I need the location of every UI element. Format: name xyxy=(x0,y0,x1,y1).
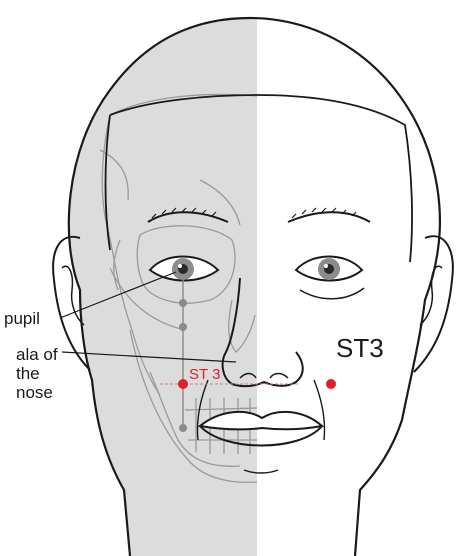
left-eye-highlight xyxy=(178,264,182,268)
upper-lip xyxy=(197,410,325,431)
lower-lip xyxy=(199,425,323,447)
left-nasolabial-fold xyxy=(196,379,209,441)
chin-crease xyxy=(243,469,279,474)
right-ear xyxy=(413,235,454,373)
label-point-inline: ST 3 xyxy=(189,366,220,383)
skull-cheekbone xyxy=(109,239,186,331)
ala-leader-line xyxy=(61,351,237,363)
label-pupil: pupil xyxy=(4,309,40,328)
label-ala-line1: ala of xyxy=(16,345,58,364)
pupil-leader-line xyxy=(59,271,177,319)
red-dot-icon xyxy=(326,379,336,389)
right-eyebrow-hair xyxy=(291,207,357,219)
hairline xyxy=(104,94,413,263)
right-eye-highlight xyxy=(324,264,328,268)
label-ala-line3: nose xyxy=(16,383,53,402)
left-eyebrow xyxy=(147,211,229,223)
right-eyebrow xyxy=(287,211,371,223)
label-ala-line2: the xyxy=(16,364,40,383)
nose xyxy=(221,277,304,388)
right-ear-inner xyxy=(419,265,443,326)
left-eyebrow-hair xyxy=(151,207,217,219)
nostrils xyxy=(239,372,289,379)
right-eye-bag xyxy=(299,287,365,300)
left-ear xyxy=(52,235,91,371)
skull-orbit xyxy=(136,225,236,304)
red-dot-icon xyxy=(178,379,188,389)
skull-jaw xyxy=(129,329,258,484)
label-point-big: ST3 xyxy=(336,333,384,363)
guide-dot-3 xyxy=(179,424,187,432)
skull-nasal xyxy=(228,299,256,353)
skull-panel-fill xyxy=(68,18,257,556)
left-ear-inner xyxy=(61,265,85,326)
right-nasolabial-fold xyxy=(313,379,326,441)
head-outline xyxy=(67,16,441,556)
guide-dot-2 xyxy=(179,323,187,331)
skull-panel xyxy=(68,18,258,556)
skull-suture xyxy=(99,149,241,226)
guide-dot-1 xyxy=(179,299,187,307)
